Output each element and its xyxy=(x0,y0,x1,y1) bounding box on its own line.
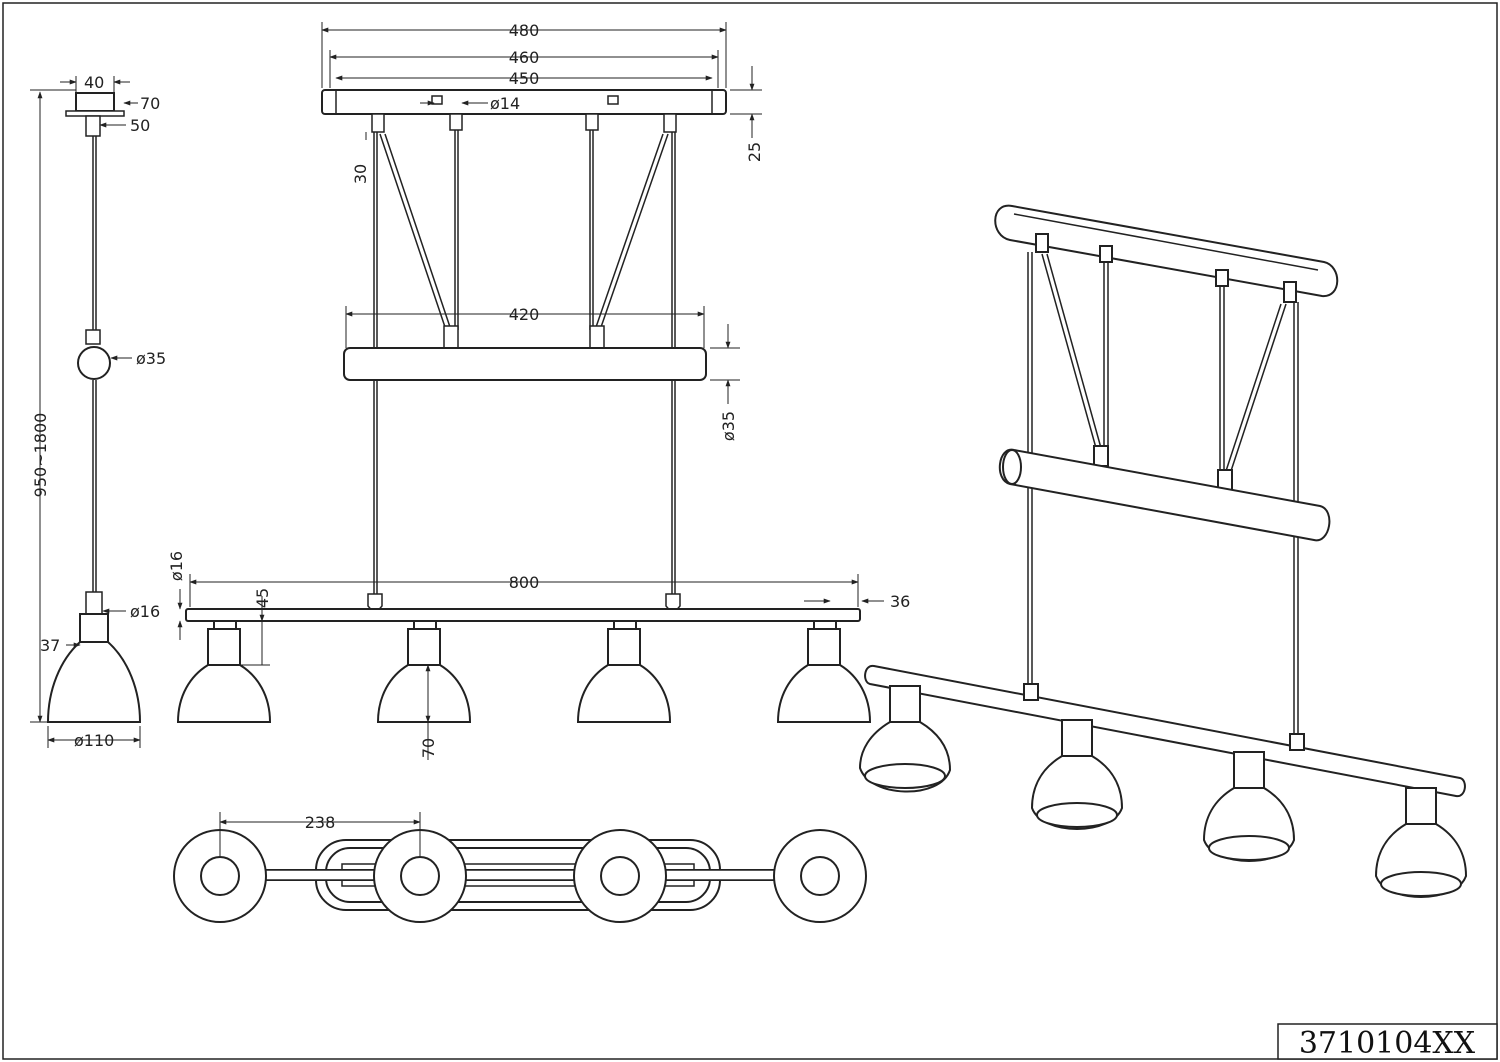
shade-4 xyxy=(776,620,872,723)
dim-canopy-width: 40 xyxy=(84,73,104,92)
side-view xyxy=(46,92,142,723)
front-view-shades xyxy=(176,620,872,723)
side-view-dimension-lines xyxy=(30,76,141,748)
dim-canopy-depth: 70 xyxy=(140,94,160,113)
shade-1 xyxy=(176,620,272,723)
model-code-box xyxy=(1277,1023,1498,1060)
dim-cable-spacing: 420 xyxy=(509,305,540,324)
dim-canopy-mount: 50 xyxy=(130,116,150,135)
dim-bar-diameter: ø16 xyxy=(167,551,186,581)
dim-base-hole-diameter: ø14 xyxy=(490,94,520,113)
dim-shade-diameter: ø110 xyxy=(74,731,114,750)
dim-bar-length: 800 xyxy=(509,573,540,592)
perspective-shade-2 xyxy=(1030,719,1124,830)
dim-shade-height: 70 xyxy=(419,738,438,758)
dim-base-length-460: 460 xyxy=(509,48,540,67)
dim-socket-diameter: ø16 xyxy=(130,602,160,621)
dim-base-height: 25 xyxy=(745,142,764,162)
dim-bar-end: 36 xyxy=(890,592,910,611)
shade-3 xyxy=(576,620,672,723)
top-view-dimension-lines xyxy=(219,812,421,856)
dim-adjuster-diameter: ø35 xyxy=(136,349,166,368)
dim-base-length-480: 480 xyxy=(509,21,540,40)
dim-height-range: 950~1800 xyxy=(31,413,50,498)
model-code: 3710104XX xyxy=(1299,1026,1476,1061)
front-view xyxy=(185,89,861,622)
perspective-shade-3 xyxy=(1202,751,1296,862)
perspective-view xyxy=(858,204,1468,898)
dim-clip-height: 30 xyxy=(351,164,370,184)
front-view-dimension-lines xyxy=(177,22,884,760)
dim-shade-offset: 45 xyxy=(253,588,272,608)
dim-socket-height: 37 xyxy=(40,636,60,655)
perspective-shade-1 xyxy=(858,685,952,793)
shade-2 xyxy=(376,620,472,723)
perspective-shade-4 xyxy=(1374,787,1468,898)
dim-tube-diameter: ø35 xyxy=(719,411,738,441)
dim-spacing: 238 xyxy=(305,813,336,832)
dim-base-length-450: 450 xyxy=(509,69,540,88)
top-view xyxy=(173,829,867,923)
